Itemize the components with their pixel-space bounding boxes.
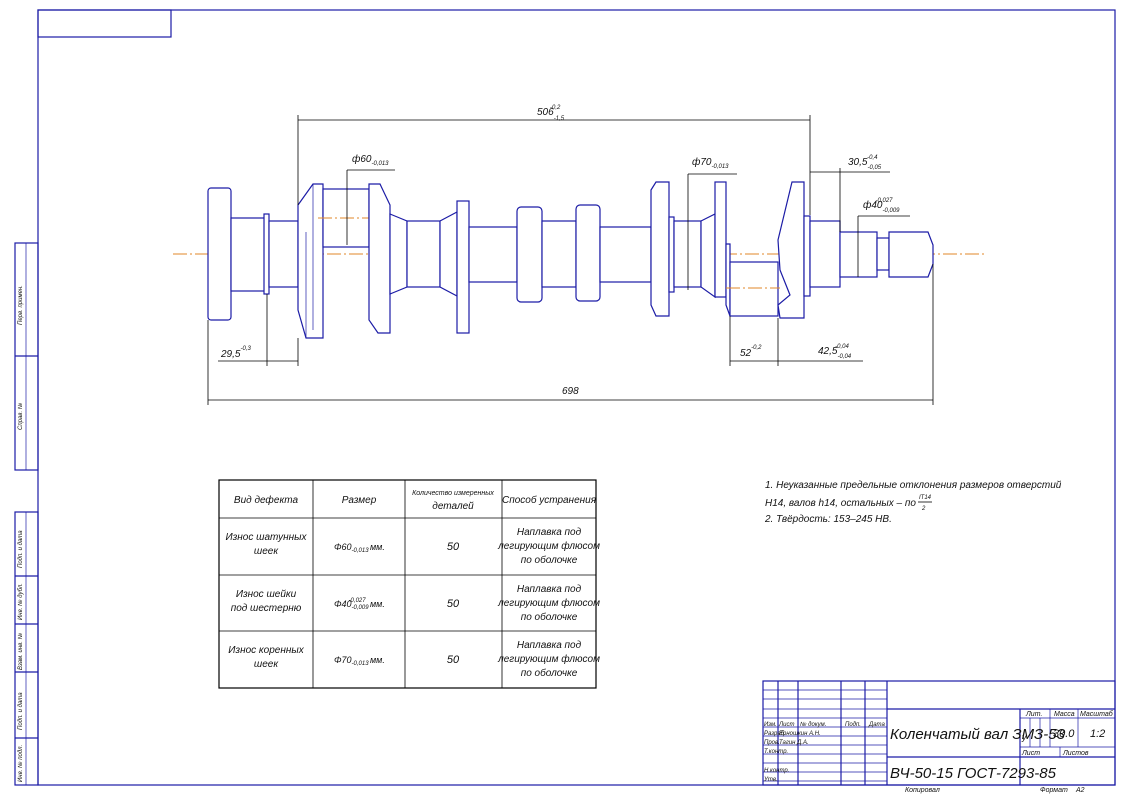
crankshaft-drawing — [173, 181, 985, 339]
cell-size: Φ70-0,013 — [334, 655, 369, 667]
tb-tkontr: Т.контр. — [764, 749, 788, 755]
dim-d70: ф70-0,013 — [692, 156, 729, 170]
cell-method: легирующим флюсом — [497, 540, 600, 552]
tb-sheets-label: Листов — [1062, 750, 1089, 757]
tb-sheet-label: Лист — [1021, 750, 1040, 757]
tb-lit-label: Лит. — [1025, 711, 1042, 718]
th-size: Размер — [342, 495, 377, 506]
cell-unit: мм. — [370, 542, 385, 552]
tb-list: Лист — [778, 722, 794, 728]
tb-prov: Пров. — [764, 740, 780, 746]
dim-29-5: 29,5-0,3 — [220, 346, 251, 360]
dim-30-5: 30,5-0,05-0,4 — [848, 155, 882, 171]
tb-nkontr: Н.контр. — [764, 768, 789, 774]
note-1: 1. Неуказанные предельные отклонения раз… — [765, 480, 1062, 491]
dim-698: 698 — [562, 386, 579, 397]
cell-method: легирующим флюсом — [497, 653, 600, 665]
cell-size: Φ60-0,013 — [334, 542, 369, 554]
stamp-podp-data-2: Подп. и дата — [18, 692, 24, 730]
stamp-vzam-inv: Взам. инв. № — [17, 632, 24, 670]
tb-podp: Подп. — [845, 722, 861, 728]
th-qty-2: деталей — [432, 501, 474, 512]
stamp-podp-data: Подп. и дата — [18, 530, 24, 568]
tb-scale-label: Масштаб — [1080, 710, 1114, 718]
cell-method: Наплавка под — [517, 584, 582, 595]
cell-size: Φ40-0,009-0,027 — [334, 598, 369, 611]
note-frac-num: IT14 — [919, 495, 932, 501]
th-defect: Вид дефекта — [234, 494, 299, 506]
tb-mass-label: Масса — [1054, 711, 1075, 718]
drawing-material: ВЧ-50-15 ГОСТ-7293-85 — [890, 765, 1057, 782]
stamp-perv-primen: Перв. примен. — [18, 285, 24, 325]
cell-method: легирующим флюсом — [497, 597, 600, 609]
side-stamp-lower: Подп. и дата Инв. № дубл. Взам. инв. № П… — [14, 511, 39, 786]
note-frac-den: 2 — [921, 506, 926, 512]
stamp-inv-dubl: Инв. № дубл. — [17, 583, 24, 620]
note-1-cont: H14, валов h14, остальных – по — [765, 498, 916, 509]
cell-defect-2: шеек — [254, 659, 279, 670]
dim-d60: ф60-0,013 — [352, 153, 389, 167]
tb-copied: Копировал — [905, 787, 940, 794]
tb-razrab: Разраб. — [764, 731, 786, 737]
cell-unit: мм. — [370, 599, 385, 609]
tb-izm: Изм. — [764, 722, 777, 728]
side-stamp-upper: Перв. примен. Справ. № — [14, 242, 39, 471]
cell-method: по оболочке — [521, 554, 578, 566]
cell-method: Наплавка под — [517, 640, 582, 651]
cell-method: по оболочке — [521, 667, 578, 679]
note-2: 2. Твёрдость: 153–245 HB. — [764, 514, 892, 525]
drawing-title: Коленчатый вал ЗМЗ-53 — [890, 726, 1066, 743]
th-method: Способ устранения — [502, 494, 597, 506]
tb-utv: Утв. — [763, 777, 778, 783]
cell-method: по оболочке — [521, 611, 578, 623]
stamp-sprav-no: Справ. № — [17, 402, 24, 430]
dim-42-5: 42,5-0,04-0,04 — [818, 344, 852, 360]
dim-52: 52-0,2 — [740, 345, 762, 359]
stamp-inv-podl: Инв. № подл. — [17, 745, 24, 782]
tb-mass: 30.0 — [1053, 728, 1075, 740]
tb-lit: у — [1021, 732, 1027, 742]
cell-qty: 50 — [447, 654, 460, 666]
tb-format-label: Формат — [1040, 787, 1068, 794]
title-block: Изм. Лист № докум. Подп. Дата Разраб. Ер… — [762, 680, 1116, 794]
dim-d40: ф40-0,009-0,027 — [863, 198, 900, 214]
th-qty: Количество измеренных — [412, 490, 494, 497]
dimensions: 506-1,5-0,2 698 29,5-0,3 52-0,2 42,5-0,0… — [207, 105, 934, 405]
cell-defect: Износ шатунных — [226, 532, 308, 543]
cell-defect-2: под шестерню — [231, 603, 302, 614]
cell-unit: мм. — [370, 655, 385, 665]
cell-defect: Износ коренных — [228, 645, 304, 656]
defect-table: Вид дефекта Размер Количество измеренных… — [218, 479, 601, 689]
tb-date: Дата — [868, 722, 885, 728]
tb-doc: № докум. — [800, 721, 826, 728]
cell-qty: 50 — [447, 541, 460, 553]
tb-format: А2 — [1075, 787, 1085, 794]
dim-506: 506-1,5-0,2 — [537, 105, 565, 122]
tb-razrab-name: Ерношкин А.Н. — [779, 731, 821, 737]
tb-prov-name: Тагин Д.А. — [779, 740, 809, 746]
cell-method: Наплавка под — [517, 527, 582, 538]
technical-notes: 1. Неуказанные предельные отклонения раз… — [764, 480, 1062, 525]
cell-qty: 50 — [447, 598, 460, 610]
cell-defect-2: шеек — [254, 546, 279, 557]
tb-scale: 1:2 — [1090, 728, 1105, 740]
cell-defect: Износ шейки — [236, 589, 297, 600]
